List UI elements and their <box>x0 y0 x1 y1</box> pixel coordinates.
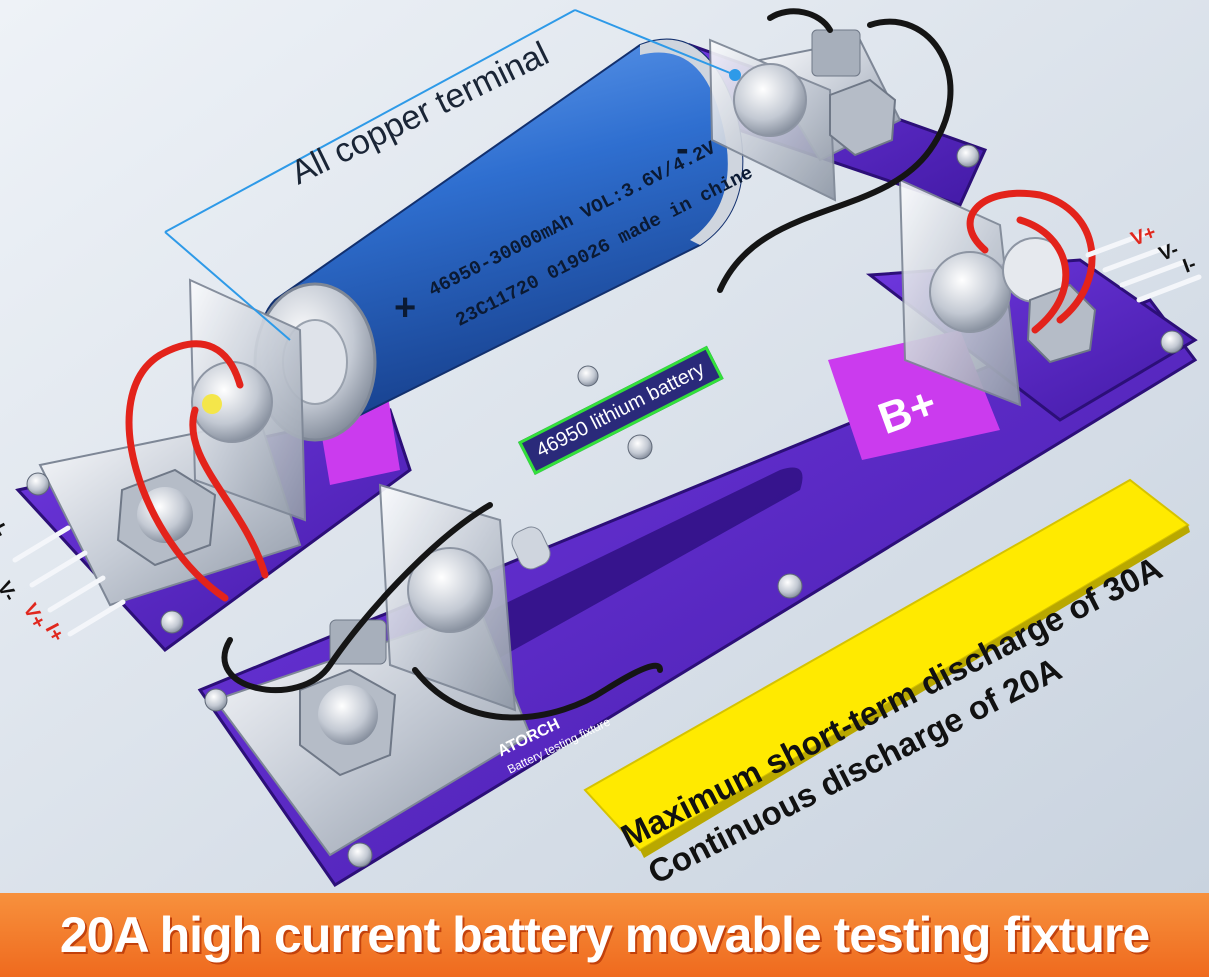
support-bracket-bottom <box>329 483 551 712</box>
board-slot <box>428 467 803 685</box>
support-bracket-left <box>188 278 307 522</box>
black-wires <box>221 8 954 721</box>
dimension-line <box>164 9 741 341</box>
pin-header-left <box>12 525 126 637</box>
pcb-screws <box>26 144 1184 868</box>
support-bracket-right <box>898 178 1068 407</box>
battery-negative-mark: - <box>676 128 689 170</box>
battery-positive-mark: + <box>394 287 417 329</box>
red-wire-left <box>125 340 269 602</box>
support-bracket-top <box>708 29 861 202</box>
pin-header-right <box>1085 229 1202 303</box>
red-wire-right <box>966 189 1096 334</box>
spec-sticker-shadow <box>640 525 1190 858</box>
bolt-back <box>829 78 897 157</box>
banner-title: 20A high current battery movable testing… <box>59 907 1150 963</box>
bolt-bottom <box>299 668 397 777</box>
title-banner: 20A high current battery movable testing… <box>0 893 1209 977</box>
